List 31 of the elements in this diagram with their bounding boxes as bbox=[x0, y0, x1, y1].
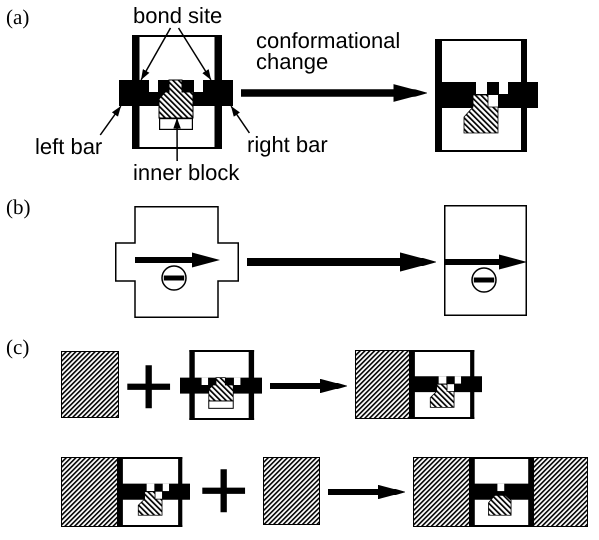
edge-label: conformational change bbox=[256, 30, 402, 72]
leader-line bbox=[230, 106, 250, 134]
bound-complex bbox=[355, 350, 482, 419]
leader-line bbox=[173, 118, 181, 161]
arrow bbox=[241, 84, 427, 102]
left-bar bbox=[119, 80, 169, 106]
right-bar bbox=[182, 80, 233, 106]
panel-label: (b) bbox=[6, 195, 30, 219]
hatched-block bbox=[263, 457, 320, 525]
hatched-block bbox=[61, 351, 119, 418]
switch-device-drawing bbox=[180, 350, 262, 420]
plus-sign: + bbox=[198, 466, 250, 514]
part-label: right bar bbox=[247, 133, 328, 157]
leader-line bbox=[178, 28, 212, 80]
panel-label: (c) bbox=[6, 335, 30, 359]
switch-device-drawing bbox=[435, 39, 538, 152]
rectangle-shape bbox=[444, 205, 527, 316]
arrow bbox=[270, 378, 347, 394]
leader-line bbox=[100, 106, 122, 136]
bound-complex bbox=[413, 457, 588, 527]
arrow bbox=[247, 252, 436, 272]
inner-block bbox=[158, 80, 194, 118]
plus-sign: + bbox=[123, 362, 174, 410]
leader-line bbox=[140, 28, 172, 80]
arrow bbox=[328, 484, 405, 500]
cross-shape bbox=[115, 206, 239, 318]
part-label: bond site bbox=[133, 4, 222, 28]
part-label: left bar bbox=[35, 135, 102, 159]
part-label: inner block bbox=[133, 161, 240, 185]
panel-label: (a) bbox=[6, 5, 30, 29]
bound-complex bbox=[61, 457, 190, 527]
